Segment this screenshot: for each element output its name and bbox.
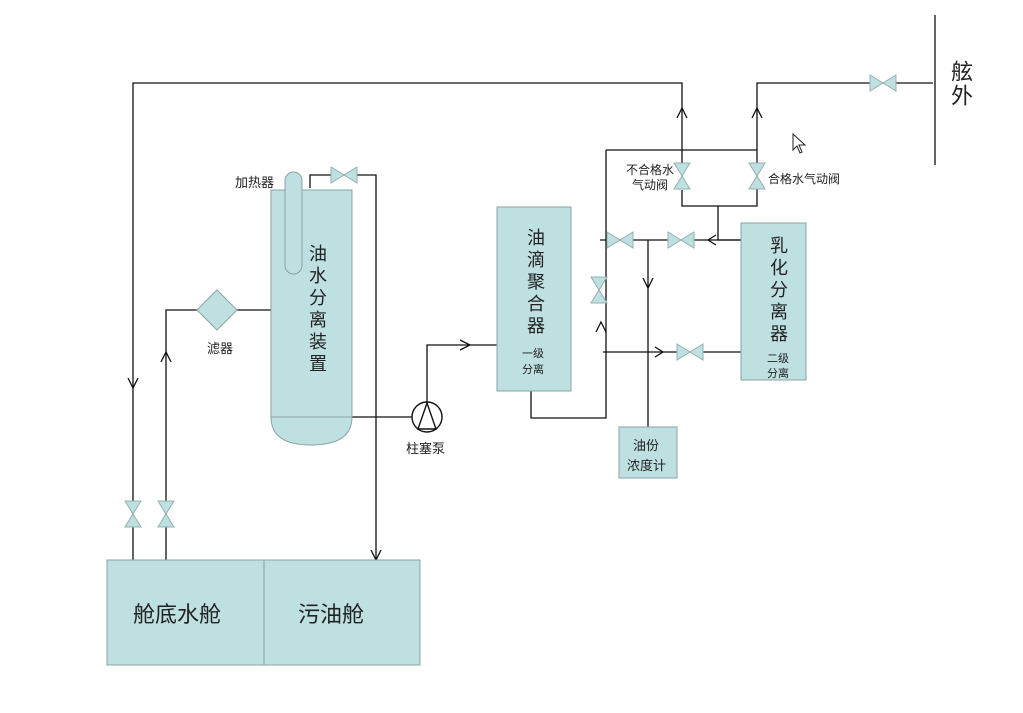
pipe-join-to-emulsion	[717, 206, 741, 241]
filter-diamond	[196, 289, 238, 331]
bilge-tank-box	[106, 559, 265, 666]
mouse-cursor-icon	[792, 132, 807, 154]
emulsion-separator-label: 乳化分离器	[767, 236, 788, 346]
heater-tube	[284, 171, 303, 275]
arrow-left-emulsion	[706, 234, 717, 246]
pipe-coalescer-outlet	[530, 150, 607, 419]
arrow-right-lower	[654, 346, 665, 358]
coalescer-box	[496, 206, 572, 392]
plunger-pump-triangle	[417, 400, 437, 430]
emulsion-stage-line1: 二级	[767, 352, 789, 365]
arrow-up-suction	[160, 350, 172, 363]
qualified-valve-label: 合格水气动阀	[768, 172, 841, 186]
arrow-down-return	[127, 377, 139, 390]
arrow-up-unqualified	[676, 106, 688, 119]
overboard-label: 舷外	[947, 60, 972, 108]
valve-branch-bottom	[676, 343, 704, 361]
arrow-up-qualified	[751, 106, 763, 119]
valve-overboard	[869, 74, 897, 92]
valve-unqualified-water	[673, 162, 691, 190]
unqualified-valve-label-line1: 不合格水	[626, 163, 675, 177]
valve-separator-top	[330, 166, 358, 184]
valve-branch-top-left	[606, 231, 634, 249]
sludge-tank-label: 污油舱	[298, 603, 365, 628]
valve-bilge-return	[124, 500, 142, 528]
valve-bilge-suction	[157, 500, 175, 528]
coalescer-label: 油滴聚合器	[524, 228, 545, 338]
coalescer-stage-line2: 分离	[522, 363, 544, 376]
sludge-tank-box	[263, 559, 421, 666]
emulsion-separator-box	[740, 222, 807, 381]
arrow-up-riser	[595, 320, 607, 333]
plunger-pump-label: 柱塞泵	[406, 442, 446, 457]
pipe-bilge-return	[132, 82, 683, 560]
pipe-pump-to-coalescer	[426, 344, 497, 402]
valve-riser	[590, 276, 608, 304]
oil-meter-box	[618, 426, 678, 479]
bilge-tank-label: 舱底水舱	[133, 603, 222, 628]
filter-label: 滤器	[207, 342, 234, 357]
arrow-right-coalescer	[459, 339, 472, 351]
valve-branch-top-right	[667, 231, 695, 249]
oil-meter-label-line1: 油份	[633, 439, 660, 454]
oil-water-separator-label: 油水分离装置	[306, 244, 327, 376]
oil-meter-label-line2: 浓度计	[627, 459, 667, 474]
valve-qualified-water	[748, 162, 766, 190]
heater-label: 加热器	[235, 176, 275, 191]
arrow-down-meter	[642, 277, 654, 290]
unqualified-valve-label-line2: 气动阀	[632, 178, 669, 192]
emulsion-stage-line2: 分离	[767, 367, 789, 380]
plunger-pump-circle	[411, 401, 443, 433]
pipe-valve-bottom-join	[681, 190, 758, 207]
coalescer-stage-line1: 一级	[522, 347, 544, 360]
